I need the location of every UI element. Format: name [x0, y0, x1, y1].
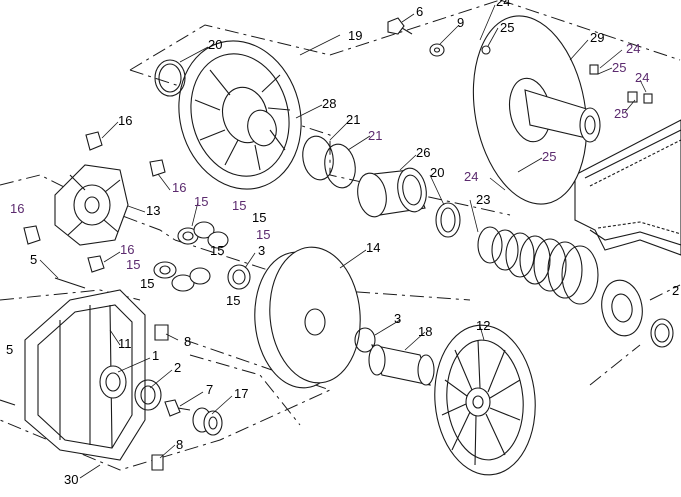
callout-29: 29 — [590, 30, 604, 45]
callout-1: 1 — [152, 348, 159, 363]
sleeve-18 — [368, 344, 435, 386]
drive-belt — [574, 119, 681, 256]
o-rings-21 — [302, 135, 356, 189]
callout-25: 25 — [614, 106, 628, 121]
callout-24: 24 — [635, 70, 649, 85]
callout-16: 16 — [172, 180, 186, 195]
driven-sheave-29 — [472, 15, 653, 205]
callout-8: 8 — [176, 437, 183, 452]
callout-15: 15 — [256, 227, 270, 242]
callout-25: 25 — [542, 149, 556, 164]
callout-11: 11 — [118, 336, 132, 351]
callout-2: 2 — [672, 283, 679, 298]
seal-2 — [134, 379, 162, 411]
seal-ring-20 — [154, 59, 186, 97]
callout-3: 3 — [394, 311, 401, 326]
callout-6: 6 — [416, 4, 423, 19]
weight-16d — [87, 255, 105, 273]
callout-25: 25 — [500, 20, 514, 35]
callout-24: 24 — [626, 41, 640, 56]
callout-16: 16 — [120, 242, 134, 257]
pin-25 — [589, 64, 599, 75]
callout-15: 15 — [140, 276, 154, 291]
dowel-8b — [151, 454, 164, 471]
bearing-1 — [99, 365, 127, 399]
callout-16: 16 — [118, 113, 132, 128]
callout-14: 14 — [366, 240, 380, 255]
callout-21: 21 — [346, 112, 360, 127]
callout-16: 16 — [10, 201, 24, 216]
drive-face-14 — [254, 246, 361, 389]
fan-12 — [434, 324, 536, 476]
callout-3: 3 — [258, 243, 265, 258]
pin-24 — [627, 91, 638, 103]
callout-26: 26 — [416, 145, 430, 160]
callout-15: 15 — [126, 257, 140, 272]
callout-23: 23 — [476, 192, 490, 207]
bolt-7 — [164, 399, 191, 417]
spider-13 — [54, 164, 129, 246]
callout-18: 18 — [418, 324, 432, 339]
rollers-15 — [153, 221, 229, 292]
bolt-5a — [54, 277, 86, 289]
callout-21: 21 — [368, 128, 382, 143]
movable-sheave-28 — [154, 40, 302, 190]
callout-9: 9 — [457, 15, 464, 30]
nut-24 — [643, 93, 653, 104]
callout-8: 8 — [184, 334, 191, 349]
callout-17: 17 — [234, 386, 248, 401]
callout-13: 13 — [146, 203, 160, 218]
callout-25: 25 — [612, 60, 626, 75]
bushing-17 — [192, 407, 223, 436]
callout-15: 15 — [194, 194, 208, 209]
callout-7: 7 — [206, 382, 213, 397]
callout-19: 19 — [348, 28, 362, 43]
callout-5: 5 — [6, 342, 13, 357]
weight-16b — [149, 159, 166, 177]
bolt-5b — [0, 399, 16, 406]
weight-16a — [85, 131, 103, 151]
callout-5: 5 — [30, 252, 37, 267]
spring-23 — [477, 226, 599, 305]
callout-24: 24 — [496, 0, 510, 9]
spring-seat-2 — [601, 279, 674, 348]
callout-24: 24 — [464, 169, 478, 184]
washer-3a — [227, 264, 251, 290]
callout-15: 15 — [226, 293, 240, 308]
leader-lines — [39, 4, 647, 479]
callout-20: 20 — [430, 165, 444, 180]
cover-housing-11 — [0, 277, 169, 471]
callout-20: 20 — [208, 37, 222, 52]
collar-26 — [357, 167, 427, 218]
callout-28: 28 — [322, 96, 336, 111]
callout-15: 15 — [210, 243, 224, 258]
weight-16c — [23, 225, 41, 245]
callout-labels: 6 9 24 25 19 20 29 24 25 24 25 28 21 21 … — [6, 0, 679, 487]
callout-12: 12 — [476, 318, 490, 333]
bolt-6-washer-9 — [387, 17, 491, 57]
spacer-20 — [435, 202, 461, 238]
callout-2: 2 — [174, 360, 181, 375]
washer-3b — [354, 327, 376, 353]
callout-15: 15 — [252, 210, 266, 225]
dowel-8a — [154, 324, 169, 341]
callout-30: 30 — [64, 472, 78, 487]
callout-15: 15 — [232, 198, 246, 213]
